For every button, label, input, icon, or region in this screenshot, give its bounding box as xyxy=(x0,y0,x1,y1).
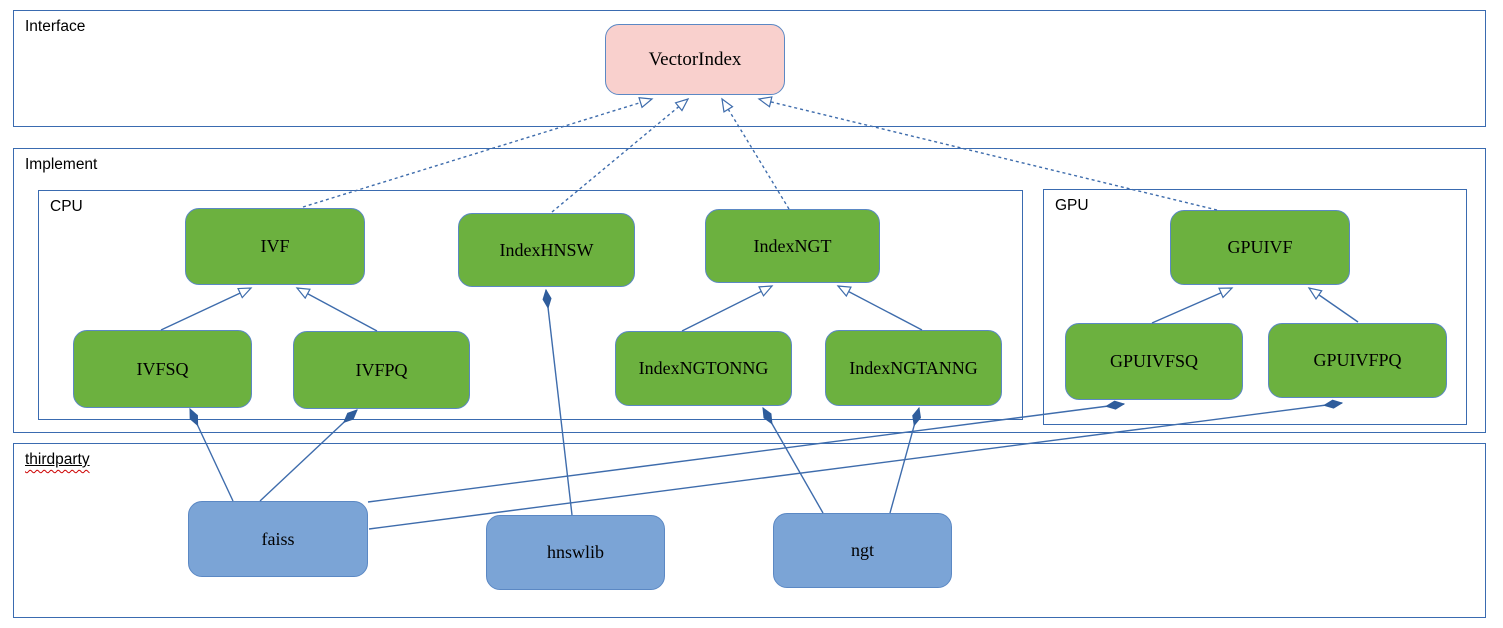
node-hnswlib-label: hnswlib xyxy=(546,542,604,562)
node-indexngtanng-label: IndexNGTANNG xyxy=(849,357,978,378)
node-hnswlib: hnswlib xyxy=(486,515,665,590)
container-implement-label: Implement xyxy=(25,156,98,173)
node-ivfsq-label: IVFSQ xyxy=(136,358,189,379)
node-faiss-label: faiss xyxy=(261,528,295,549)
node-faiss: faiss xyxy=(188,501,368,577)
node-indexngt-label: IndexNGT xyxy=(753,235,832,256)
container-thirdparty-label: thirdparty xyxy=(25,451,90,469)
node-indexngtonng: IndexNGTONNG xyxy=(615,331,792,406)
container-gpu-label: GPU xyxy=(1055,197,1089,214)
node-indexhnsw: IndexHNSW xyxy=(458,213,635,287)
node-ivfpq: IVFPQ xyxy=(293,331,470,409)
container-thirdparty-label-text: thirdparty xyxy=(25,451,90,468)
node-indexhnsw-label: IndexHNSW xyxy=(499,239,594,260)
node-ngt-label: ngt xyxy=(850,540,874,560)
node-indexngt: IndexNGT xyxy=(705,209,880,283)
node-ivfpq-label: IVFPQ xyxy=(355,359,408,380)
container-cpu-label: CPU xyxy=(50,198,83,215)
node-gpuivf-label: GPUIVF xyxy=(1227,237,1293,257)
node-ivf: IVF xyxy=(185,208,365,285)
node-gpuivfsq-label: GPUIVFSQ xyxy=(1109,351,1199,371)
node-indexngtanng: IndexNGTANNG xyxy=(825,330,1002,406)
node-indexngtonng-label: IndexNGTONNG xyxy=(638,358,769,378)
node-gpuivfpq-label: GPUIVFPQ xyxy=(1313,350,1402,370)
node-gpuivfsq: GPUIVFSQ xyxy=(1065,323,1243,400)
node-ivfsq: IVFSQ xyxy=(73,330,252,408)
node-vectorindex: VectorIndex xyxy=(605,24,785,95)
node-vectorindex-label: VectorIndex xyxy=(648,48,742,70)
node-ngt: ngt xyxy=(773,513,952,588)
node-gpuivf: GPUIVF xyxy=(1170,210,1350,285)
node-gpuivfpq: GPUIVFPQ xyxy=(1268,323,1447,398)
node-ivf-label: IVF xyxy=(260,236,290,256)
container-interface-label: Interface xyxy=(25,18,86,35)
